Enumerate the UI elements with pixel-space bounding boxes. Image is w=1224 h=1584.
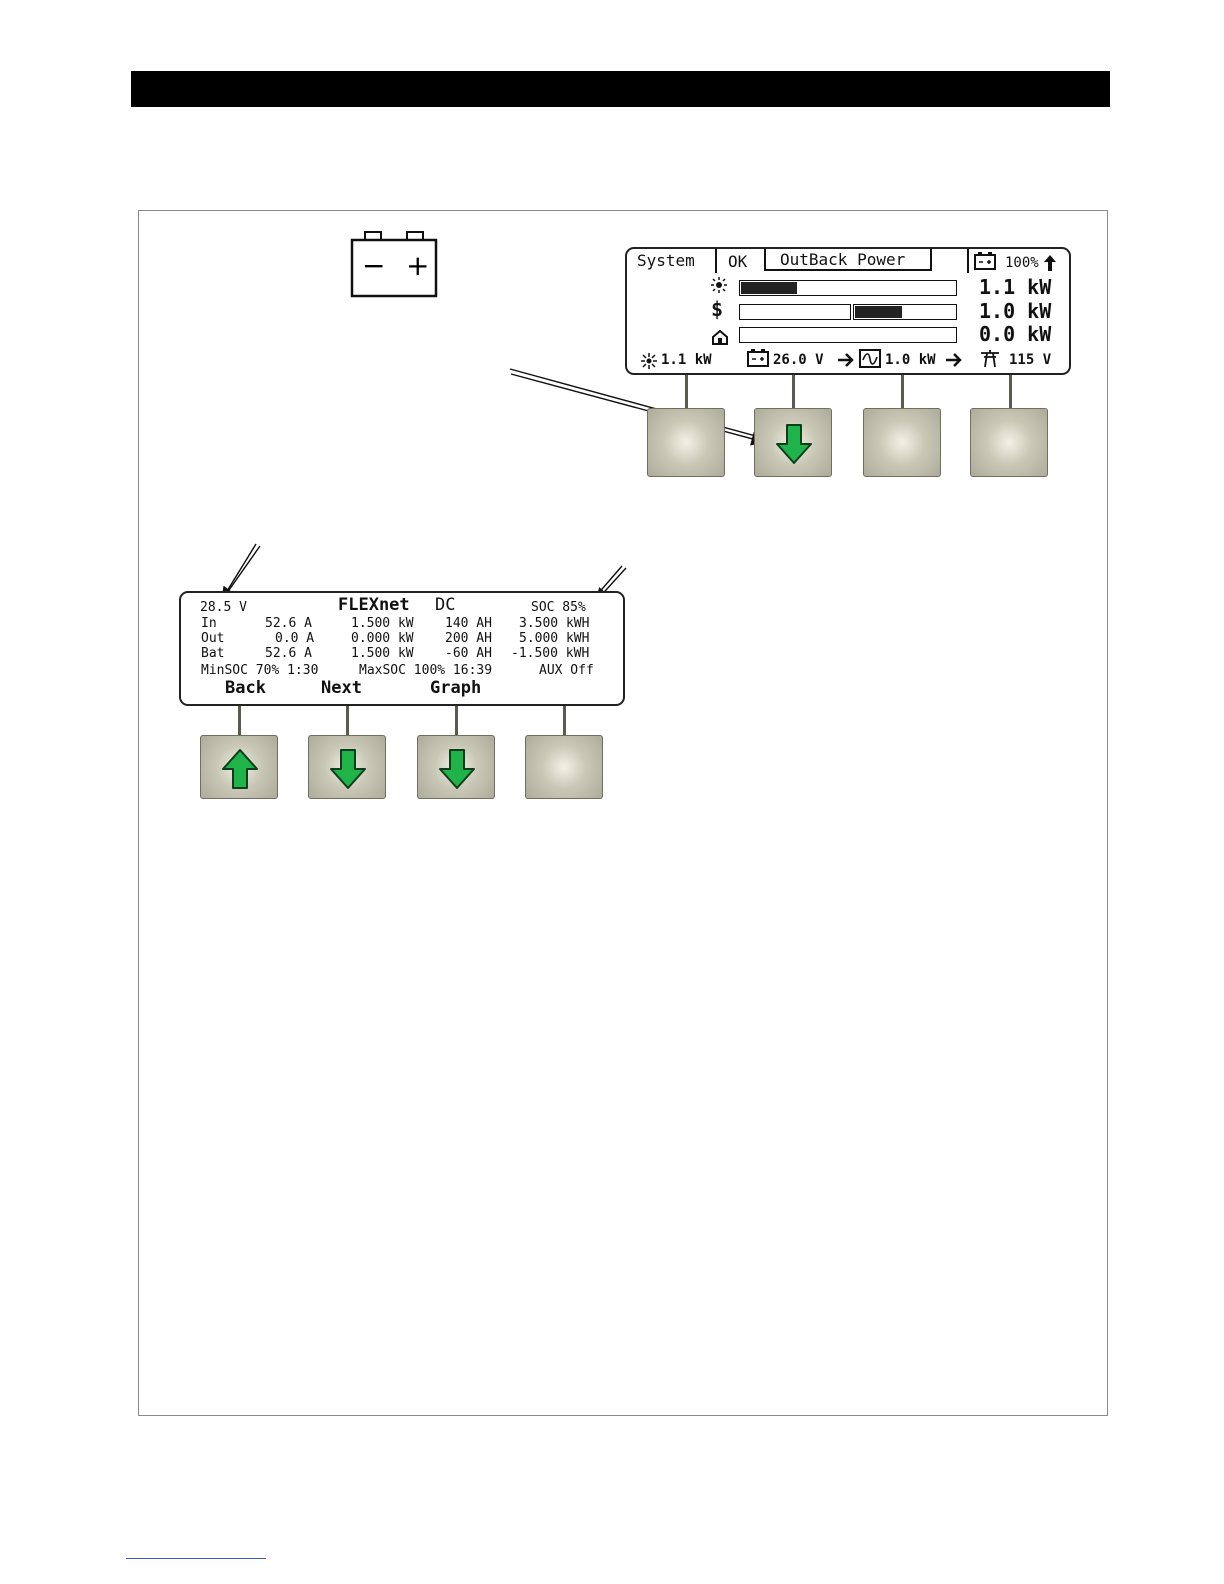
key-stem-8 [563, 706, 566, 736]
tab-divider [715, 249, 717, 273]
row-bat-label: Bat [201, 647, 224, 660]
key-stem-7 [455, 706, 458, 736]
home-softkey-4[interactable] [970, 408, 1048, 477]
row-out-kwh: 5.000 kWH [519, 632, 589, 645]
softkey-label-graph: Graph [430, 680, 481, 697]
arrow-down-icon [437, 748, 477, 790]
callout-arrow-down-key [510, 369, 764, 442]
key-stem-5 [238, 706, 241, 736]
home-screen-lcd: System OK OutBack Power 100% 1.1 kW $ 1.… [625, 247, 1071, 375]
key-stem-1 [685, 375, 688, 408]
load-bar [739, 327, 957, 343]
flexnet-voltage: 28.5 V [200, 601, 247, 614]
flexnet-title-bold: FLEXnet [338, 597, 410, 614]
tab-divider-right [967, 249, 969, 273]
status-battery: 26.0 V [773, 353, 824, 367]
softkey-label-back: Back [225, 680, 266, 697]
grid-bar-fill [855, 306, 902, 318]
arrow-down-icon [774, 423, 814, 465]
status-pv: 1.1 kW [661, 353, 712, 367]
arrow-up-icon [1043, 254, 1057, 276]
grid-tower-icon [979, 349, 1001, 372]
arrow-down-icon [328, 748, 368, 790]
row-out-kw: 0.000 kW [351, 632, 414, 645]
arrow-right-icon-2 [945, 352, 963, 372]
graph-button[interactable] [417, 735, 495, 799]
row-bat-ah: -60 AH [445, 647, 492, 660]
tab-system: System [637, 253, 695, 269]
flexnet-soc: SOC 85% [531, 601, 586, 614]
key-stem-6 [346, 706, 349, 736]
next-button[interactable] [308, 735, 386, 799]
battery-soc: 100% [1005, 256, 1039, 270]
row-out-label: Out [201, 632, 224, 645]
footer-rule [126, 1558, 266, 1559]
pv-bar [739, 280, 957, 296]
flexnet-title-rest: DC [435, 597, 455, 614]
inverter-icon [859, 349, 881, 372]
key-stem-3 [901, 375, 904, 408]
key-stem-4 [1009, 375, 1012, 408]
status-grid: 115 V [1009, 353, 1051, 367]
soc-max: MaxSOC 100% 16:39 [359, 664, 492, 677]
status-inverter: 1.0 kW [885, 353, 936, 367]
aux-status: AUX Off [539, 664, 594, 677]
row-out-amps: 0.0 A [275, 632, 314, 645]
row-out-ah: 200 AH [445, 632, 492, 645]
dollar-icon: $ [711, 299, 723, 319]
tab-ok: OK [728, 254, 747, 270]
softkey-label-next: Next [321, 680, 362, 697]
home-softkey-3[interactable] [863, 408, 941, 477]
grid-bar-left [739, 304, 851, 320]
row-in-amps: 52.6 A [265, 617, 312, 630]
house-icon [711, 329, 729, 349]
status-battery-icon [747, 349, 769, 371]
battery-small-icon [974, 252, 996, 274]
row-in-kw: 1.500 kW [351, 617, 414, 630]
row-in-ah: 140 AH [445, 617, 492, 630]
pv-bar-fill [741, 282, 797, 294]
arrow-up-icon [220, 748, 260, 790]
soc-min: MinSOC 70% 1:30 [201, 664, 318, 677]
row-bat-kwh: -1.500 kWH [511, 647, 589, 660]
home-softkey-2[interactable] [754, 408, 832, 477]
pv-value: 1.1 kW [979, 277, 1051, 297]
arrow-right-icon [837, 352, 855, 372]
blank-softkey[interactable] [525, 735, 603, 799]
row-bat-amps: 52.6 A [265, 647, 312, 660]
row-in-kwh: 3.500 kWH [519, 617, 589, 630]
sun-icon [711, 277, 727, 297]
row-bat-kw: 1.500 kW [351, 647, 414, 660]
tab-name: OutBack Power [780, 252, 905, 268]
load-value: 0.0 kW [979, 324, 1051, 344]
back-button[interactable] [200, 735, 278, 799]
key-stem-2 [792, 375, 795, 408]
status-sun-icon [641, 353, 657, 373]
grid-value: 1.0 kW [979, 301, 1051, 321]
row-in-label: In [201, 617, 217, 630]
home-softkey-1[interactable] [647, 408, 725, 477]
grid-bar-right [853, 304, 957, 320]
flexnet-screen-lcd: 28.5 V FLEXnet DC SOC 85% In 52.6 A 1.50… [179, 591, 625, 706]
